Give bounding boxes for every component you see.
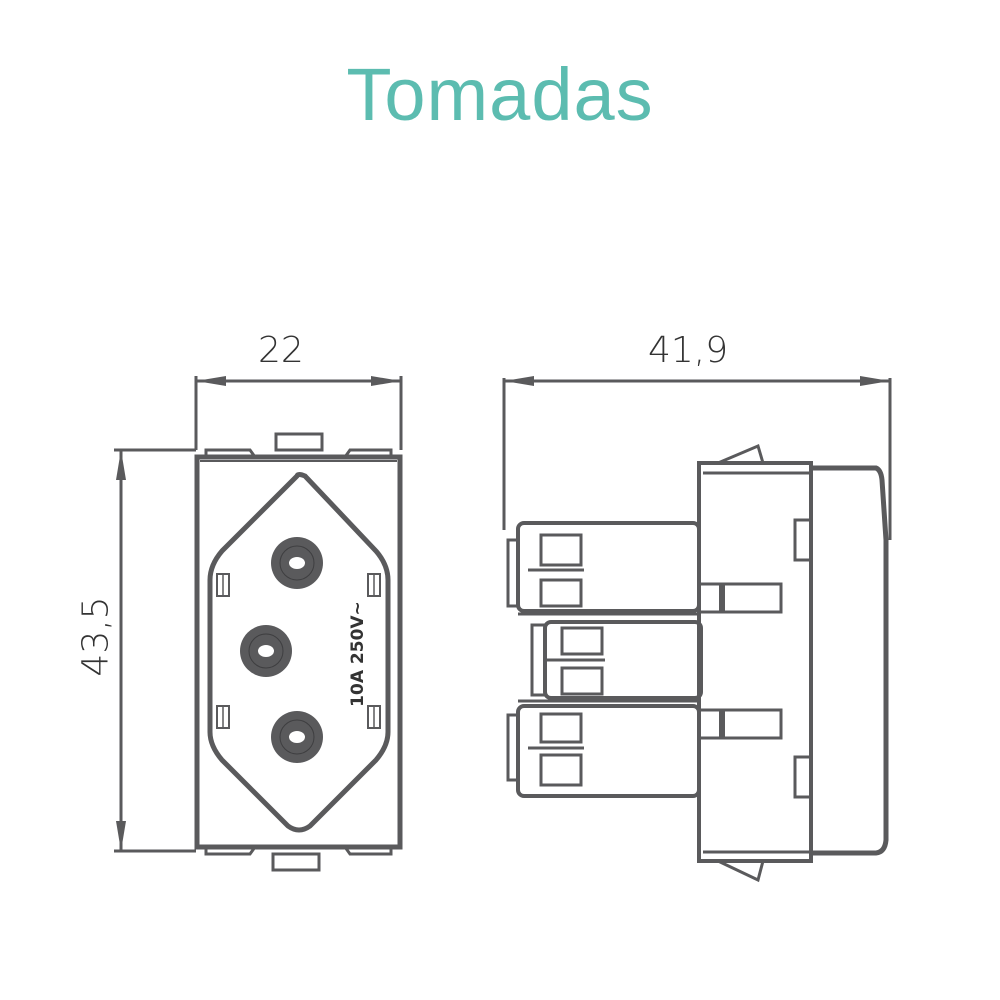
height-dimension-line: [114, 448, 196, 853]
length-dimension-label: 41,9: [648, 330, 729, 371]
length-dimension-line: [502, 376, 892, 540]
height-dimension-label: 43,5: [75, 596, 117, 677]
width-dimension-label: 22: [258, 330, 304, 371]
socket-side-view: [506, 443, 889, 883]
page-title: Tomadas: [346, 53, 654, 136]
rating-label: 10A 250V~: [347, 601, 368, 707]
socket-front-view: [194, 432, 403, 872]
width-dimension-line: [194, 376, 403, 450]
